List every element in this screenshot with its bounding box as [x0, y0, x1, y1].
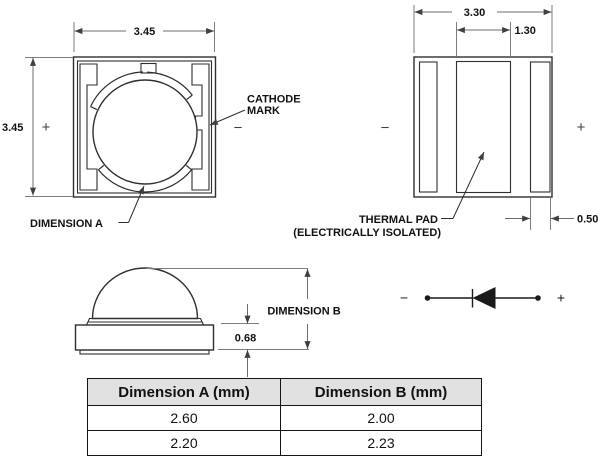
package-inner-outline	[76, 60, 213, 194]
cathode-mark-label-line1: CATHODE	[247, 94, 301, 106]
anode-pad	[529, 61, 551, 193]
thermal-pad	[455, 60, 512, 194]
schematic-minus-sign: −	[400, 290, 408, 306]
top-view-minus-sign: −	[234, 120, 243, 137]
table-row: 2.60 2.00	[87, 405, 482, 431]
bottom-pad-strip	[79, 349, 210, 355]
dimension-b-label: DIMENSION B	[267, 306, 340, 318]
package-bottom-view: 3.30 1.30 0.50 − + THERMAL PAD (ELECTRIC…	[293, 5, 598, 239]
side-pad-width-dim: 0.50	[577, 214, 598, 226]
gasket-arc-cap	[90, 106, 98, 111]
dimension-table: Dimension A (mm) Dimension B (mm) 2.60 2…	[87, 378, 482, 456]
lens-circle	[92, 79, 198, 185]
bottom-view-width-dim: 3.30	[464, 7, 485, 19]
dimension-b-value-2: 2.23	[280, 430, 482, 456]
schematic-plus-sign: +	[557, 290, 565, 306]
dimension-b-value-1: 2.00	[280, 405, 482, 431]
gasket-arc-bottom	[97, 169, 193, 193]
bottom-view-plus-sign: +	[577, 119, 586, 136]
package-top-view: 3.45 3.45 + − CATHODE MARK DIMENSION A	[2, 22, 301, 230]
base-height-dim: 0.68	[235, 333, 256, 345]
gasket-arc-cap	[98, 164, 105, 171]
dimension-a-label: DIMENSION A	[30, 218, 103, 230]
thermal-pad-label-line2: (ELECTRICALLY ISOLATED)	[293, 227, 441, 239]
dimension-a-leader	[128, 185, 145, 223]
top-alignment-tab	[140, 62, 157, 74]
top-view-plus-sign: +	[42, 119, 51, 136]
cathode-pad	[418, 61, 438, 193]
package-side-view: 0.68 DIMENSION B	[74, 267, 341, 377]
anode-terminal-dot	[535, 295, 541, 301]
diode-schematic: − +	[400, 287, 565, 309]
cathode-mark-label-line2: MARK	[247, 105, 280, 117]
gasket-arc-top-left	[90, 71, 143, 107]
dimension-a-value-2: 2.20	[87, 430, 281, 456]
top-view-height-dim: 3.45	[2, 122, 23, 134]
table-header-dimension-a: Dimension A (mm)	[87, 378, 281, 406]
bottom-package-outline	[413, 56, 553, 198]
gasket-arc-cap	[186, 94, 193, 100]
diode-triangle	[472, 287, 496, 309]
bottom-view-minus-sign: −	[381, 120, 390, 137]
table-header-dimension-b: Dimension B (mm)	[280, 378, 482, 406]
top-view-width-dim: 3.45	[134, 26, 155, 38]
table-row: 2.20 2.23	[87, 430, 482, 456]
left-pad-outline	[79, 63, 98, 191]
thermal-pad-leader	[452, 151, 485, 219]
thermal-pad-width-dim: 1.30	[515, 25, 536, 37]
gasket-arc-cap	[185, 164, 192, 171]
cathode-mark-leader	[209, 109, 246, 126]
thermal-pad-label-line1: THERMAL PAD	[359, 214, 438, 226]
table-header-row: Dimension A (mm) Dimension B (mm)	[87, 378, 482, 406]
dome-lens	[91, 267, 199, 320]
dimension-a-value-1: 2.60	[87, 405, 281, 431]
package-body	[74, 324, 215, 351]
